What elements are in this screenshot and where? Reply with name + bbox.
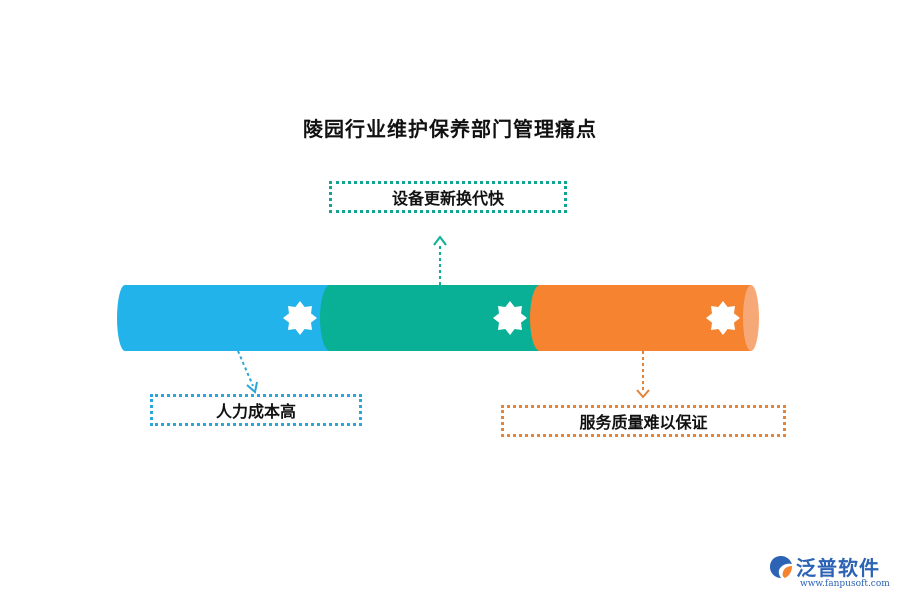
brand-logo-icon <box>770 556 792 578</box>
gear-icon-orange <box>706 301 740 335</box>
pipe-segment-blue <box>117 285 330 351</box>
gear-icon-blue <box>283 301 317 335</box>
pipe-segment-green <box>320 285 540 351</box>
watermark: 泛普软件 www.fanpusoft.com <box>768 552 896 592</box>
pain-point-box-right: 服务质量难以保证 <box>501 405 786 437</box>
pipe-end-cap <box>743 285 759 351</box>
gear-icon-green <box>493 301 527 335</box>
pain-point-label: 服务质量难以保证 <box>579 413 708 432</box>
arrow-up-green <box>433 235 447 285</box>
pain-point-label: 人力成本高 <box>215 402 296 421</box>
watermark-url: www.fanpusoft.com <box>800 579 890 589</box>
arrow-down-orange <box>636 351 650 399</box>
pain-point-label: 设备更新换代快 <box>391 189 504 208</box>
pipe-segment-orange <box>530 285 751 351</box>
page-title: 陵园行业维护保养部门管理痛点 <box>303 117 597 141</box>
pain-point-box-left: 人力成本高 <box>150 394 362 426</box>
arrow-down-blue <box>237 350 258 394</box>
pain-point-box-top: 设备更新换代快 <box>329 181 567 213</box>
watermark-brand-name: 泛普软件 <box>796 556 880 580</box>
